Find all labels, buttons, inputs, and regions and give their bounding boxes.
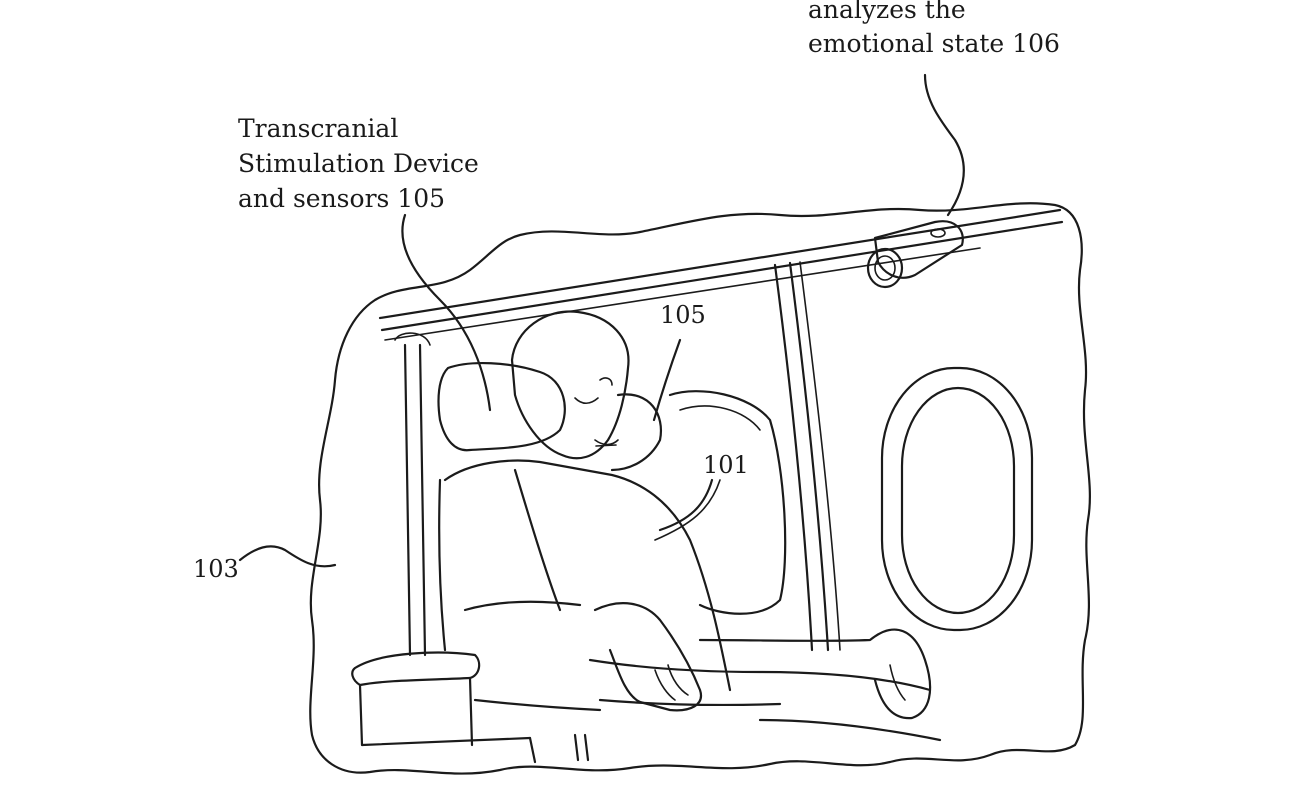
cutaway-outline [309,202,1091,775]
seat-back [443,459,732,692]
window-inner [900,386,1016,615]
camera-label-line1: analyzes the [808,0,966,24]
ref-101-label: 101 [703,451,749,479]
device-label-line1: Transcranial [238,114,399,143]
neck-pillow [437,361,566,452]
camera-leader [923,73,966,217]
window-outer [880,366,1034,632]
device-leader [401,213,492,412]
ref-103-label: 103 [193,555,239,583]
camera-icon [866,220,964,289]
device-label-line2: Stimulation Device [238,149,479,178]
overhead-rail [378,208,1062,320]
passenger-arm-left [593,602,703,712]
passenger-head [510,310,630,460]
camera-label-line2: emotional state 106 [808,29,1060,58]
passenger-body [513,468,562,612]
ref-105-label: 105 [660,301,706,329]
ref-103-leader [238,545,337,568]
passenger-arm-right [698,628,932,720]
device-label-line3: and sensors 105 [238,184,446,213]
ref-105-leader [652,338,682,422]
armrest [351,651,481,687]
ref-101-leader [658,478,714,532]
seat-frame [403,343,412,657]
wall-panel [773,263,814,652]
